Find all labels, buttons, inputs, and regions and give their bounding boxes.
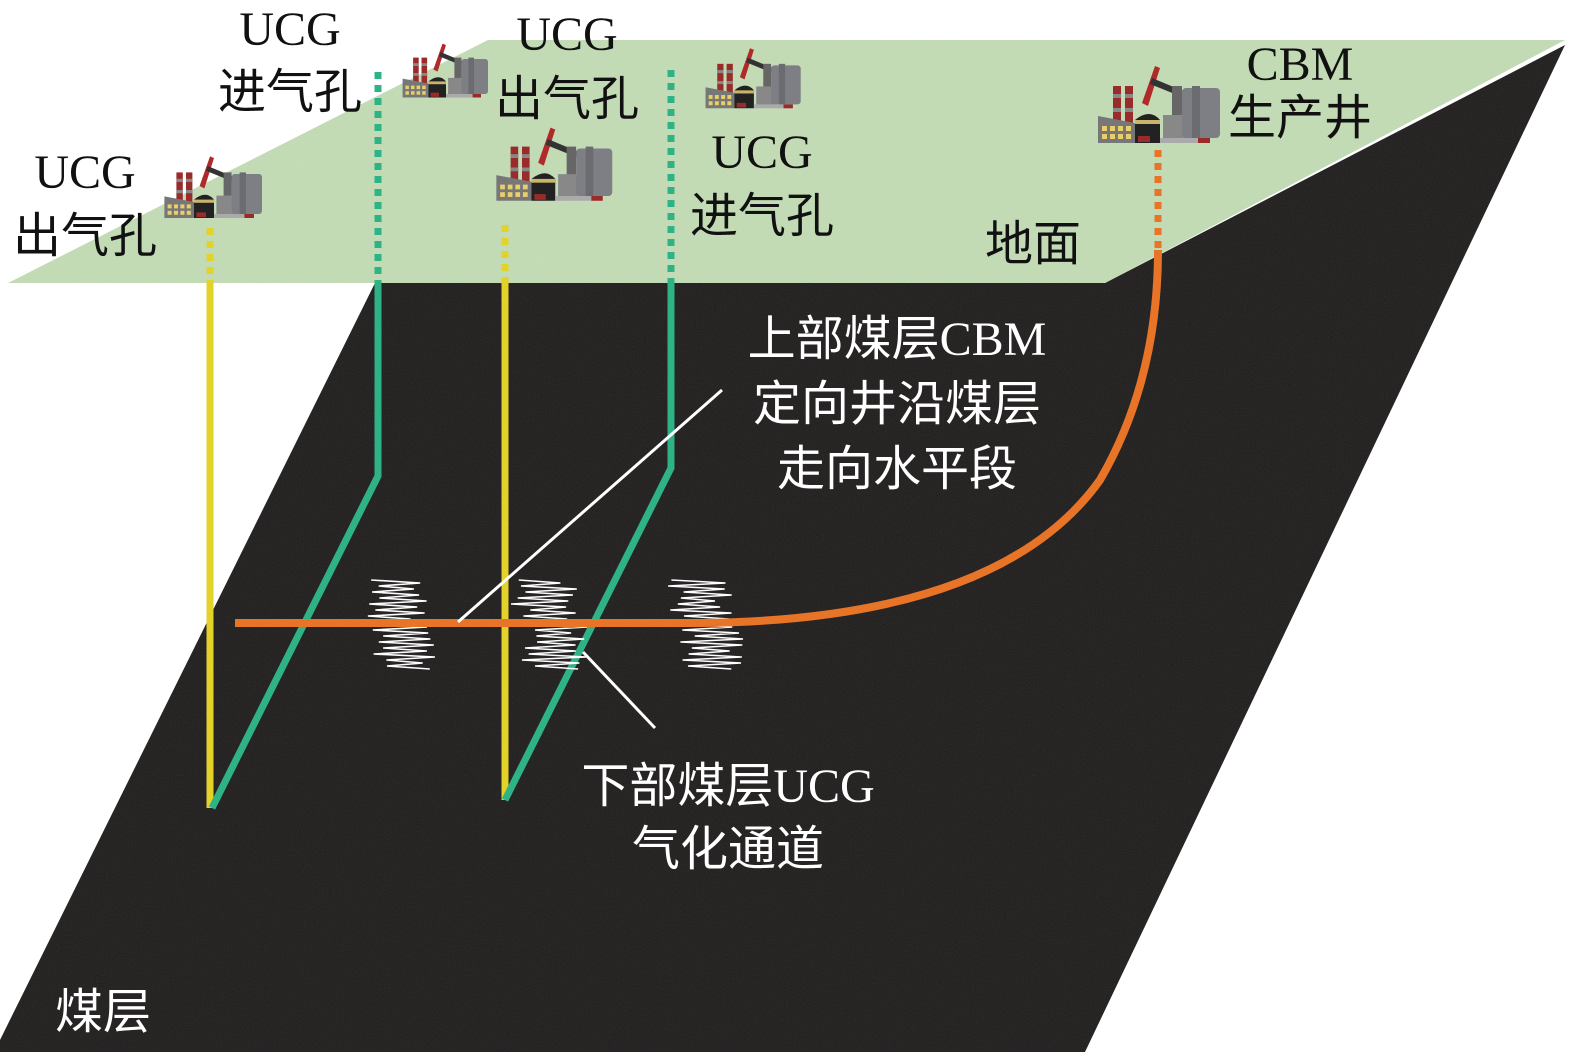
leader-line-ucg — [581, 650, 657, 730]
fracture-zigzag — [521, 623, 588, 670]
fracture-zigzag — [510, 579, 577, 623]
fractures — [367, 579, 744, 670]
cbm-directional-well — [235, 150, 1162, 627]
fracture-zigzag — [367, 579, 427, 623]
fracture-zigzag — [680, 623, 744, 670]
fracture-zigzag — [668, 579, 732, 623]
ucg-inlet-well-left — [208, 72, 382, 810]
label-coal-seam: 煤层 — [55, 986, 151, 1039]
label-ground: 地面 — [985, 218, 1081, 271]
ucg-inlet-well-right — [501, 70, 675, 802]
fracture-zigzag — [372, 623, 435, 670]
leader-line-cbm — [457, 388, 723, 624]
